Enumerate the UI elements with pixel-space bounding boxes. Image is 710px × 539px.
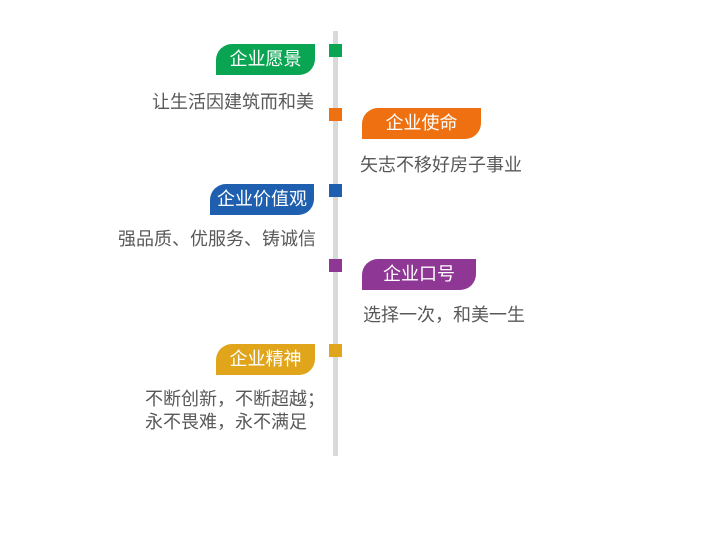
slogan-text: 选择一次，和美一生	[363, 305, 525, 326]
mission-text: 矢志不移好房子事业	[360, 155, 522, 176]
timeline-marker-vision	[329, 44, 342, 57]
timeline-axis	[333, 31, 338, 456]
vision-badge: 企业愿景	[216, 44, 315, 75]
slogan-badge: 企业口号	[362, 259, 476, 290]
timeline-marker-mission	[329, 108, 342, 121]
timeline-marker-spirit	[329, 344, 342, 357]
vision-text: 让生活因建筑而和美	[152, 92, 314, 113]
spirit-badge: 企业精神	[216, 344, 315, 375]
values-text: 强品质、优服务、铸诚信	[118, 229, 316, 250]
spirit-text-line1: 不断创新，不断超越；	[145, 389, 325, 410]
timeline-marker-slogan	[329, 259, 342, 272]
spirit-text-line2: 永不畏难，永不满足	[145, 412, 307, 433]
timeline-marker-values	[329, 184, 342, 197]
mission-badge: 企业使命	[362, 108, 481, 139]
values-badge: 企业价值观	[210, 184, 314, 215]
